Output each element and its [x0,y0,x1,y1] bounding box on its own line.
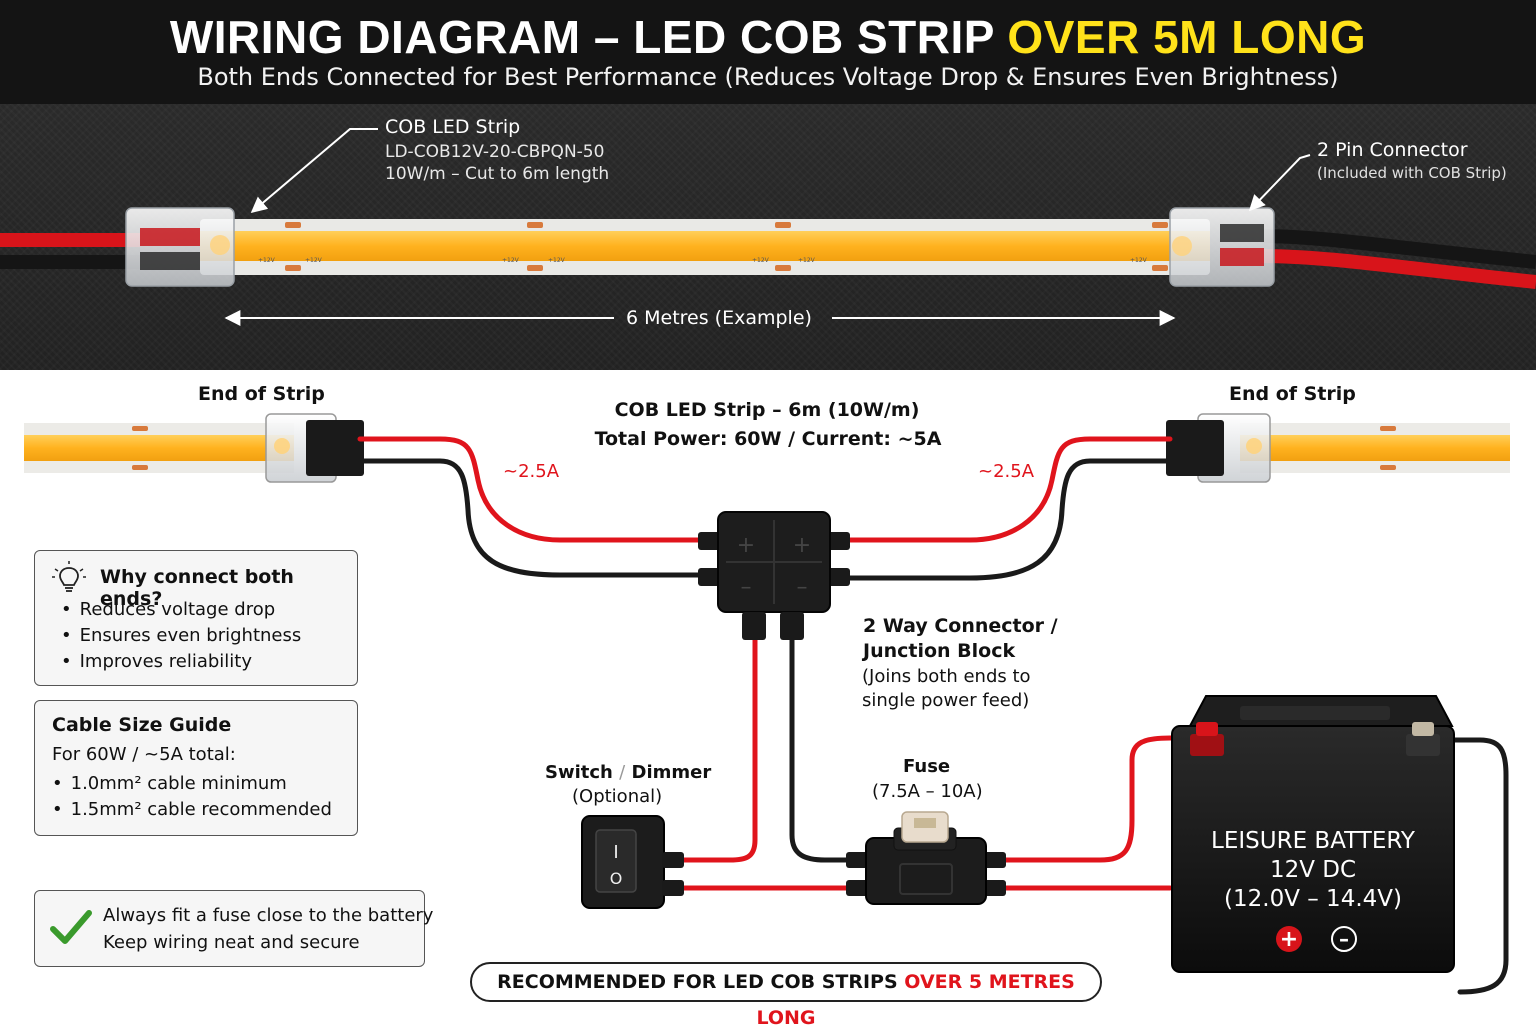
junction-note-2: single power feed) [862,690,1030,711]
switch-label: Switch / Dimmer [545,762,712,783]
pcb-mark-3: +12V [502,257,520,264]
strip-label-title: COB LED Strip [385,116,521,138]
fuse-to-battery-positive [987,735,1195,863]
battery-line-2: 12V DC [1269,857,1357,883]
junction-red-feed [657,637,758,863]
battery-minus-icon [1331,926,1357,952]
junction-label-1: 2 Way Connector / [863,615,1058,637]
pcb-mark-1: +12V [258,257,276,264]
page-title: WIRING DIAGRAM – LED COB STRIP OVER 5M L… [169,11,1367,63]
center-power: Total Power: 60W / Current: ~5A [594,428,942,450]
leisure-battery: + – [1171,695,1455,973]
pcb-mark-5: +12V [752,257,770,264]
lightbulb-icon [52,561,86,592]
bottom-banner: RECOMMENDED FOR LED COB STRIPS OVER 5 ME… [470,962,1102,1029]
diagram-left-strip [24,413,364,483]
why-item: Improves reliability [61,649,301,675]
connector-label-title: 2 Pin Connector [1317,139,1468,161]
tip-line-2: Keep wiring neat and secure [103,932,360,953]
pcb-mark-4: +12V [548,257,566,264]
right-end-label: End of Strip [1229,383,1356,405]
pcb-mark-6: +12V [798,257,816,264]
battery-line-3: (12.0V – 14.4V) [1224,886,1402,912]
right-current-label: ~2.5A [978,461,1035,482]
cable-box-intro: For 60W / ~5A total: [52,744,236,765]
junction-black-feed [789,637,863,863]
junction-minus-1: – [741,575,752,600]
tip-box: Always fit a fuse close to the battery K… [34,890,433,967]
junction-plus-1: + [737,533,755,558]
photo-right-connector [1169,207,1275,287]
strip-label-model: LD-COB12V-20-CBPQN-50 [385,142,605,162]
header-bar: WIRING DIAGRAM – LED COB STRIP OVER 5M L… [0,0,1536,104]
photo-right-black-wire [1259,229,1536,269]
diagram-right-strip [1166,413,1510,483]
why-connect-box: Why connect both ends? Reduces voltage d… [34,550,358,686]
strip-label-spec: 10W/m – Cut to 6m length [385,164,610,184]
left-end-label: End of Strip [198,383,325,405]
why-box-list: Reduces voltage drop Ensures even bright… [61,597,302,675]
connector-label-note: (Included with COB Strip) [1317,164,1507,182]
page-subtitle: Both Ends Connected for Best Performance… [197,63,1339,91]
diagram-wires [357,436,1509,995]
fuse-label: Fuse [903,756,951,777]
photo-strip-assembly: +12V +12V +12V +12V +12V +12V +12V [0,128,1536,326]
length-label: 6 Metres (Example) [626,307,812,329]
why-item: Reduces voltage drop [61,597,301,623]
title-highlight: OVER 5M LONG [1007,11,1367,63]
junction-minus-2: – [797,575,808,600]
photo-left-connector [125,207,235,287]
fuse-holder [846,811,1006,905]
battery-minus-symbol: – [1339,927,1349,951]
center-title-wrap: COB LED Strip – 6m (10W/m) [0,399,1536,421]
battery-plus-symbol: + [1280,927,1298,952]
battery-positive-terminal [1190,722,1224,756]
battery-negative-terminal [1406,722,1440,756]
pcb-mark-2: +12V [305,257,323,264]
cable-item: 1.5mm² cable recommended [52,797,332,823]
left-black-wire [357,458,715,578]
switch-on-symbol: I [613,842,618,863]
junction-note-1: (Joins both ends to [862,666,1031,687]
fuse-note: (7.5A – 10A) [872,781,983,802]
center-power-wrap: Total Power: 60W / Current: ~5A [0,428,1536,450]
connector-pointer-arrow [1248,154,1311,212]
battery-negative-wire [1437,737,1509,995]
photo-strip-led-band [200,231,1210,261]
switch-off-symbol: O [610,869,623,888]
cable-box-heading: Cable Size Guide [52,714,232,736]
cable-size-box: Cable Size Guide For 60W / ~5A total: 1.… [34,700,358,836]
switch-dimmer: I O [581,815,684,909]
right-red-wire [839,436,1173,543]
junction-plus-2: + [793,533,811,558]
battery-line-1: LEISURE BATTERY [1211,828,1415,854]
why-item: Ensures even brightness [61,623,302,649]
tip-line-1: Always fit a fuse close to the battery [103,905,434,926]
right-black-wire [839,458,1173,581]
junction-label-2: Junction Block [863,640,1016,662]
cable-box-list: 1.0mm² cable minimum 1.5mm² cable recomm… [52,771,332,823]
junction-block: + + – – [698,511,850,640]
battery-plus-icon [1276,926,1302,952]
photo-right-red-wire [1259,249,1536,289]
switch-note: (Optional) [572,786,663,807]
photo-copper-pads [285,222,1168,271]
left-current-label: ~2.5A [503,461,560,482]
cable-item: 1.0mm² cable minimum [52,771,332,797]
pcb-mark-7: +12V [1130,257,1148,264]
center-title: COB LED Strip – 6m (10W/m) [614,399,920,421]
left-red-wire [357,436,715,543]
checkmark-icon [50,910,92,944]
strip-pointer-arrow [250,128,378,214]
